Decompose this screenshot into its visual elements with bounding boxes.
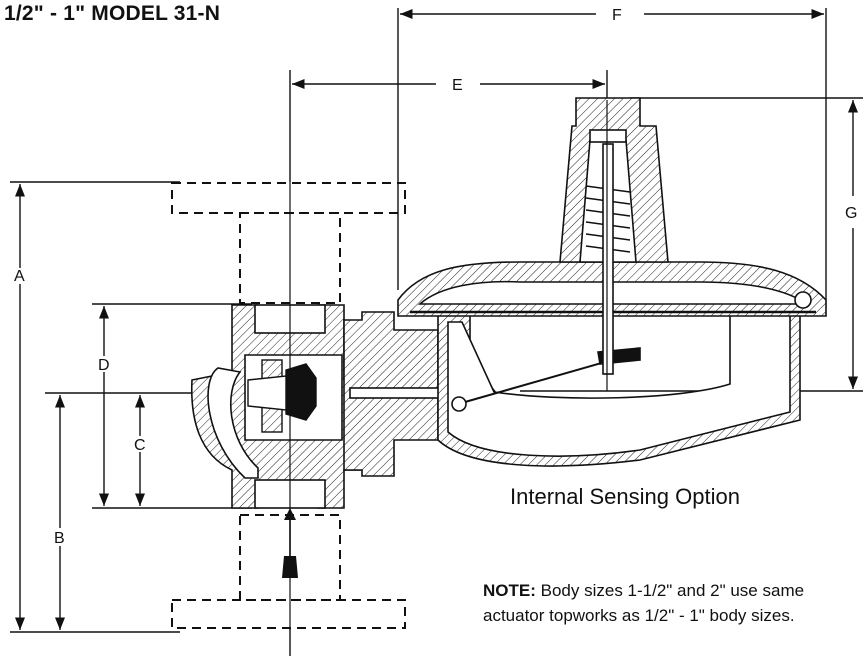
diagram-title: 1/2" - 1" MODEL 31-N bbox=[4, 2, 221, 25]
valve-disc bbox=[247, 359, 317, 433]
dim-label-d: D bbox=[98, 357, 110, 374]
note-label: NOTE: bbox=[483, 581, 536, 600]
note-block: NOTE: Body sizes 1-1/2" and 2" use same … bbox=[483, 578, 804, 628]
dim-label-a: A bbox=[14, 268, 25, 285]
note-text-2: actuator topworks as 1/2" - 1" body size… bbox=[483, 606, 795, 625]
lever-housing bbox=[437, 299, 801, 467]
centerlines bbox=[289, 100, 608, 630]
dim-label-c: C bbox=[134, 437, 146, 454]
dim-label-g: G bbox=[845, 205, 857, 222]
note-line-1: NOTE: Body sizes 1-1/2" and 2" use same bbox=[483, 578, 804, 603]
option-caption: Internal Sensing Option bbox=[510, 484, 740, 509]
extension-lines bbox=[10, 8, 863, 656]
dim-label-e: E bbox=[452, 77, 463, 94]
spring-bonnet bbox=[559, 97, 669, 375]
note-text-1: Body sizes 1-1/2" and 2" use same bbox=[540, 581, 805, 600]
dim-label-b: B bbox=[54, 530, 65, 547]
dim-label-f: F bbox=[612, 7, 622, 24]
dimension-arrows bbox=[14, 8, 859, 630]
